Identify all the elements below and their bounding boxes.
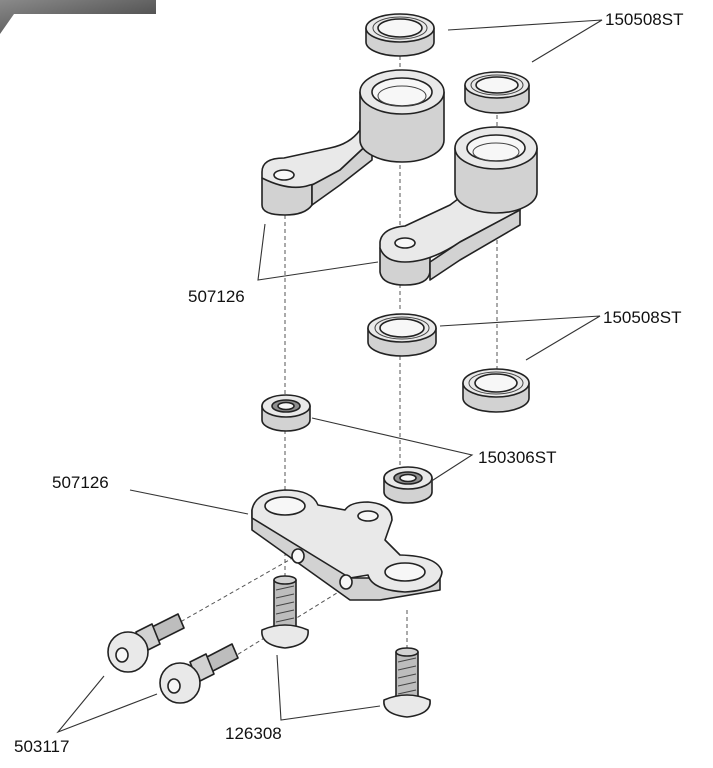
bearing-150508st-mid-right (462, 368, 530, 413)
leader-lines (56, 19, 603, 734)
label-150508st-top: 150508ST (605, 10, 683, 29)
screw-126308-left (261, 575, 309, 649)
screw-126308-right (383, 647, 431, 718)
bearing-150508st-mid-left (367, 313, 437, 357)
label-507126-lower: 507126 (52, 473, 109, 492)
label-126308: 126308 (225, 724, 282, 743)
label-150508st-mid: 150508ST (603, 308, 681, 327)
steering-arm-507126-upper-left (261, 69, 445, 216)
corner-banner (0, 0, 156, 34)
steering-arm-507126-lower (251, 489, 443, 601)
label-150306st: 150306ST (478, 448, 556, 467)
bearing-150508st-top-left (365, 13, 435, 57)
steering-arm-507126-upper-right (379, 126, 538, 286)
bearing-150508st-top-right (464, 71, 530, 114)
label-507126-upper: 507126 (188, 287, 245, 306)
bearing-150306st-left (261, 394, 311, 432)
label-503117: 503117 (14, 737, 69, 756)
ball-stud-503117-lower (159, 643, 239, 704)
ball-stud-503117-upper (107, 613, 185, 673)
bearing-150306st-right (383, 466, 433, 504)
